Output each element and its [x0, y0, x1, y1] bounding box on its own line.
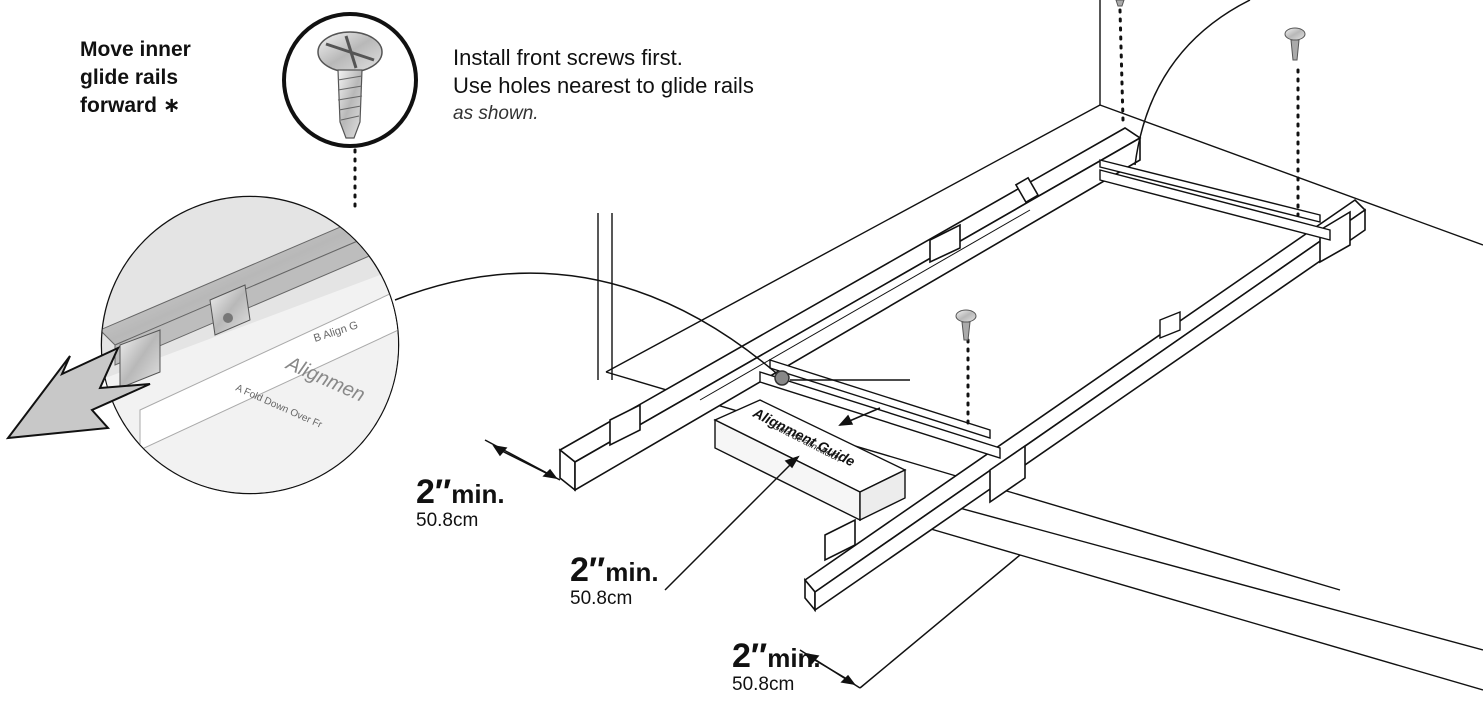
- right-glide-rail: [803, 198, 1367, 613]
- dimension-1-metric: 50.8cm: [416, 510, 479, 531]
- pull-forward-arrow: [5, 345, 151, 440]
- callout-left-line3: forward: [80, 94, 158, 117]
- mounting-screw-front: [955, 309, 977, 432]
- dimension-3-metric: 50.8cm: [732, 674, 795, 695]
- callout-move-rails: Move inner glide rails forward ∗: [80, 36, 191, 120]
- dimension-2-unit: min.: [605, 557, 659, 587]
- dimension-1-value: 2″: [416, 473, 452, 511]
- dimension-3-unit: min.: [767, 643, 821, 673]
- dimension-lines: [484, 379, 1021, 689]
- callout-top-line3: as shown.: [453, 103, 539, 124]
- alignment-guide-board: Alignment Guide Guía de alineación: [713, 399, 907, 522]
- leader-lines: [353, 0, 1251, 386]
- dimension-2-value: 2″: [570, 551, 606, 589]
- screw-closeup: [282, 12, 418, 148]
- dimension-3-value: 2″: [732, 637, 768, 675]
- dimension-label-2: 2″min. 50.8cm: [570, 551, 659, 610]
- callout-left-line1: Move inner: [80, 38, 191, 61]
- callout-top-line1: Install front screws first.: [453, 45, 683, 70]
- cabinet-outline: [597, 0, 1483, 691]
- dimension-label-3: 2″min. 50.8cm: [732, 637, 821, 696]
- dimension-1-unit: min.: [451, 479, 505, 509]
- asterisk-symbol: ∗: [162, 94, 181, 117]
- dimension-label-1: 2″min. 50.8cm: [416, 473, 505, 532]
- mounting-screw-rear-left: [1115, 0, 1125, 122]
- callout-left-line2: glide rails: [80, 66, 179, 89]
- cross-braces: [759, 159, 1331, 459]
- left-glide-rail: [558, 127, 1142, 492]
- mounting-screw-rear-right: [1284, 27, 1306, 217]
- dimension-2-metric: 50.8cm: [570, 588, 633, 609]
- callout-top-line2: Use holes nearest to glide rails: [453, 73, 754, 98]
- callout-install-screws: Install front screws first. Use holes ne…: [453, 44, 754, 128]
- rail-zoom-detail: B Align G Alignmen A Fold Down Over Fr: [100, 195, 400, 495]
